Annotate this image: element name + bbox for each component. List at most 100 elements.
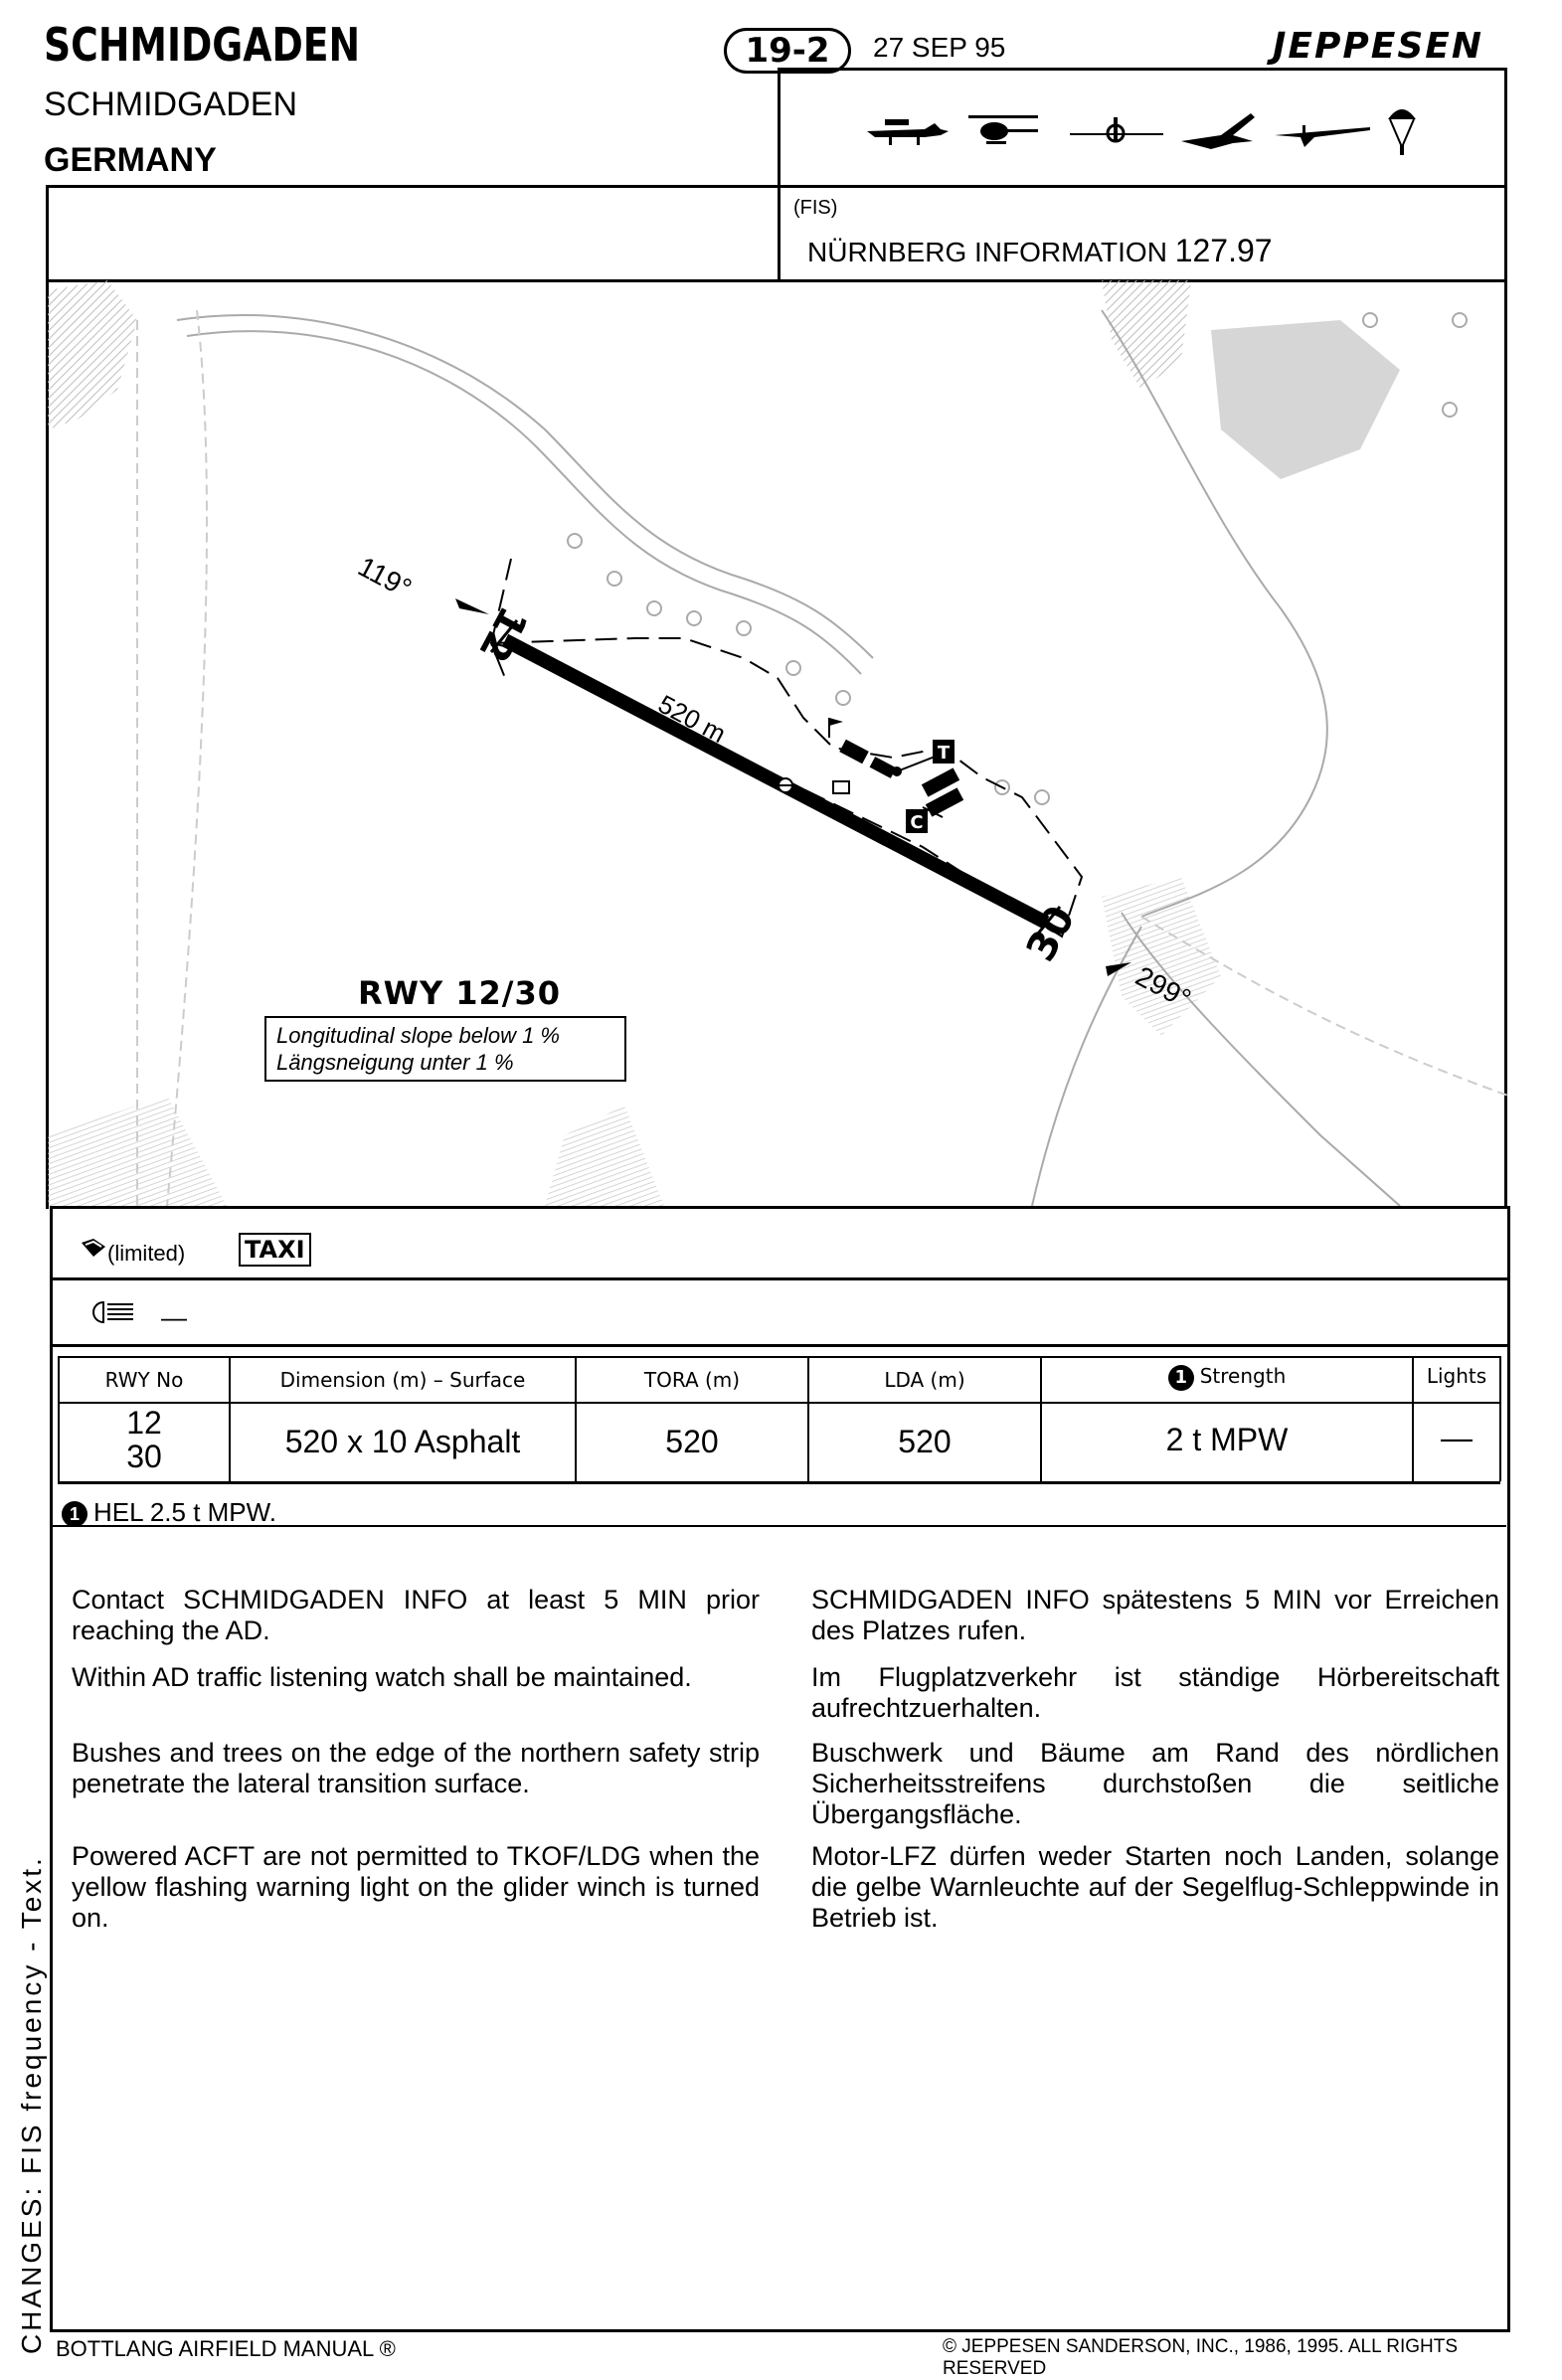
customs-badge: C	[906, 809, 928, 833]
forest-area	[1211, 320, 1400, 479]
fis-frequency-row: NÜRNBERG INFORMATION 127.97	[807, 233, 1273, 269]
table-border	[229, 1356, 231, 1481]
customs-label: C	[910, 812, 923, 833]
fis-label: (FIS)	[793, 197, 838, 219]
table-border	[58, 1481, 1500, 1484]
runway-title: RWY 12/30	[358, 974, 561, 1012]
rwy-12: 12	[126, 1405, 162, 1441]
fuel-limited: (limited)	[107, 1241, 186, 1266]
table-cell-tora: 520	[665, 1424, 719, 1459]
fuel-icon	[82, 1239, 105, 1257]
slope-en: Longitudinal slope below 1 %	[276, 1023, 560, 1048]
forest-area	[1102, 877, 1221, 1036]
remark-en-2: Within AD traffic listening watch shall …	[72, 1662, 692, 1692]
table-cell-lights: —	[1441, 1420, 1473, 1455]
remark-de-1: SCHMIDGADEN INFO spätestens 5 MIN vor Er…	[811, 1585, 1499, 1645]
road	[1121, 912, 1401, 1207]
runway-threshold-12	[489, 619, 519, 653]
remark-de-3: Buschwerk und Bäume am Rand des nördlich…	[811, 1738, 1499, 1829]
frame-line	[46, 279, 1507, 282]
fis-frequency: 127.97	[1174, 233, 1273, 268]
frame-line	[46, 185, 1507, 188]
table-header-dimension: Dimension (m) – Surface	[279, 1368, 526, 1392]
note-ref-icon: 1	[62, 1501, 87, 1528]
airfield-name: SCHMIDGADEN	[44, 18, 361, 72]
table-cell-rwy: 12 30	[60, 1406, 229, 1473]
windsock	[829, 718, 843, 726]
ultralight-icon	[1070, 117, 1163, 143]
table-cell-strength: 2 t MPW	[1165, 1422, 1289, 1457]
frame-line	[1507, 1206, 1510, 2332]
tower-label: T	[938, 743, 951, 764]
frame-line	[778, 68, 1507, 71]
table-cell-dimension: 520 x 10 Asphalt	[284, 1424, 521, 1459]
changes-note: CHANGES: FIS frequency - Text.	[16, 1855, 47, 2354]
road	[1031, 926, 1142, 1207]
frame-line	[50, 1277, 1508, 1280]
chart-date: 27 SEP 95	[873, 32, 1006, 63]
footer-publication: BOTTLANG AIRFIELD MANUAL ®	[56, 2336, 396, 2361]
slope-de: Längsneigung unter 1 %	[276, 1050, 514, 1075]
table-header-tora: TORA (m)	[643, 1368, 741, 1392]
road	[1140, 916, 1509, 1097]
note-ref-icon: 1	[1167, 1364, 1194, 1391]
table-border	[58, 1402, 1500, 1404]
fis-name: NÜRNBERG INFORMATION	[807, 237, 1167, 267]
chart-number: 19-2	[724, 28, 851, 74]
table-header-lights: Lights	[1426, 1364, 1487, 1388]
frame-line	[1504, 68, 1507, 1209]
road	[166, 309, 208, 1207]
table-header-rwy: RWY No	[104, 1368, 184, 1392]
hangar	[869, 757, 897, 778]
tree-symbols	[567, 312, 1468, 805]
table-border	[575, 1356, 577, 1481]
rwy-30: 30	[126, 1439, 162, 1474]
aerodrome-map: T C 520 m 119° 12 30 299°	[48, 280, 1509, 1207]
forest-area	[545, 1105, 664, 1206]
aircraft-categories	[867, 109, 1416, 155]
frame-line	[52, 1525, 1506, 1527]
aerodrome-diagram: T C 520 m 119° 12 30 299°	[48, 280, 1509, 1207]
aeroplane-icon	[867, 119, 949, 145]
frame-line	[50, 1344, 1508, 1347]
hangar	[921, 767, 960, 797]
runway-threshold-30	[1032, 906, 1062, 939]
road	[186, 330, 862, 675]
airfield-country: GERMANY	[44, 141, 217, 179]
table-header-lda: LDA (m)	[884, 1368, 965, 1392]
glider-icon	[1275, 125, 1370, 147]
airfield-location: SCHMIDGADEN	[44, 85, 298, 123]
hangar	[925, 787, 964, 817]
glider-icon	[1181, 113, 1255, 149]
table-border	[1040, 1356, 1042, 1481]
forest-area	[1102, 280, 1191, 390]
arrow-icon	[455, 598, 489, 614]
frame-line	[46, 185, 49, 1209]
footer-copyright: © JEPPESEN SANDERSON, INC., 1986, 1995. …	[943, 2336, 1459, 2379]
fuel-station	[832, 780, 850, 794]
lighting-value: —	[161, 1302, 187, 1332]
road	[1101, 309, 1328, 918]
table-cell-lda: 520	[898, 1424, 952, 1459]
table-border	[1499, 1356, 1501, 1481]
runway	[501, 633, 1050, 930]
table-border	[1412, 1356, 1414, 1481]
slope-box: Longitudinal slope below 1 % Längsneigun…	[264, 1016, 626, 1082]
forest-area	[48, 280, 137, 429]
remark-de-4: Motor-LFZ dürfen weder Starten noch Land…	[811, 1841, 1499, 1933]
frame-line	[50, 1206, 1508, 1209]
hangar	[839, 739, 869, 765]
taxi-badge: TAXI	[239, 1233, 311, 1267]
publisher-logo: JEPPESEN	[1273, 26, 1483, 67]
remark-de-2: Im Flugplatzverkehr ist ständige Hörbere…	[811, 1662, 1499, 1723]
remark-en-1: Contact SCHMIDGADEN INFO at least 5 MIN …	[72, 1585, 760, 1645]
runway-heading-12: 119°	[353, 551, 417, 604]
table-border	[807, 1356, 809, 1481]
table-border	[58, 1356, 60, 1481]
frame-line	[778, 68, 781, 282]
road	[176, 314, 874, 659]
remark-en-4: Powered ACFT are not permitted to TKOF/L…	[72, 1841, 760, 1933]
remark-en-3: Bushes and trees on the edge of the nort…	[72, 1738, 760, 1798]
